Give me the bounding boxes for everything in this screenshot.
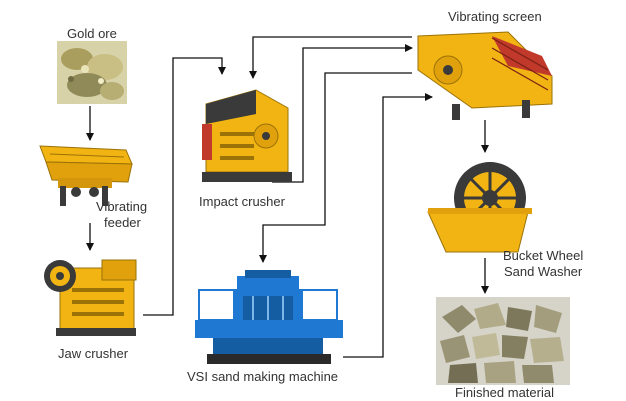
finished-material-label: Finished material xyxy=(455,385,554,400)
arrow-screen-to-impact xyxy=(249,36,412,79)
sand-washer-label: Bucket Wheel Sand Washer xyxy=(503,248,583,280)
sand-washer-label-line1: Bucket Wheel xyxy=(503,248,584,263)
vsi-machine-image xyxy=(195,270,343,364)
gold-ore-image xyxy=(57,41,127,104)
sand-washer-label-line2: Sand Washer xyxy=(503,264,583,279)
vibrating-feeder-label-line1: Vibrating xyxy=(96,199,148,214)
vsi-machine-label: VSI sand making machine xyxy=(187,369,339,384)
impact-crusher-image xyxy=(202,89,292,182)
jaw-crusher-label: Jaw crusher xyxy=(58,346,129,361)
arrow-screen-to-vsi xyxy=(259,72,412,263)
arrow-jaw-to-impact xyxy=(143,57,226,316)
arrow-vsi-to-screen xyxy=(343,93,433,358)
vibrating-screen-label: Vibrating screen xyxy=(448,9,542,24)
finished-material-image xyxy=(436,297,570,385)
vibrating-feeder-image xyxy=(39,145,133,206)
vibrating-screen-image xyxy=(417,31,553,120)
impact-crusher-label: Impact crusher xyxy=(199,194,285,209)
gold-ore-label: Gold ore xyxy=(67,26,117,41)
sand-washer-image xyxy=(427,162,532,253)
jaw-crusher-image xyxy=(44,259,137,336)
vibrating-feeder-label-line2: feeder xyxy=(104,215,141,230)
vibrating-feeder-label: Vibrating feeder xyxy=(96,199,156,231)
